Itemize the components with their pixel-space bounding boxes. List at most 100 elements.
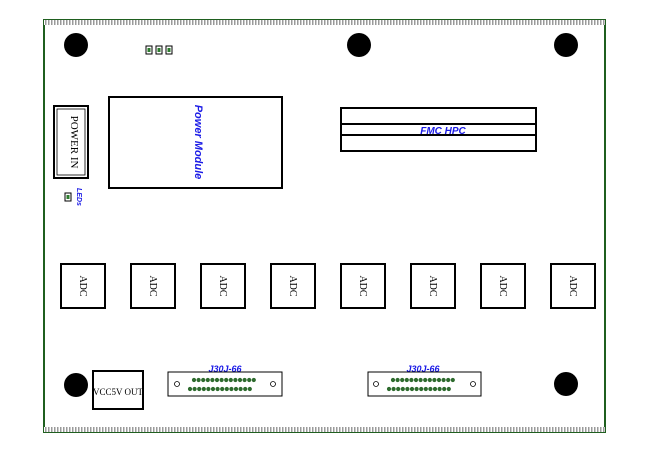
connector-pin (201, 386, 206, 392)
connector-pin (238, 386, 243, 392)
mounting-hole (554, 33, 578, 57)
connector-pin (400, 386, 405, 392)
connector-pin (413, 377, 419, 383)
connector-pin (251, 377, 256, 383)
adc-label: ADC (357, 275, 368, 296)
connector-pin (390, 377, 396, 383)
connector-pin (233, 377, 238, 383)
board-top-edge (44, 20, 605, 25)
connector-label: J30J-66 (406, 364, 440, 374)
connector-pin (201, 377, 206, 383)
adc-block: ADC (270, 263, 316, 309)
board-outline (43, 19, 606, 433)
connector-pin (197, 386, 202, 392)
leds-label: LEDs (75, 188, 82, 206)
adc-label: ADC (497, 275, 508, 296)
j30j-connector-right: J30J-66 (367, 364, 482, 397)
connector-pin (409, 377, 414, 383)
connector-pin (404, 377, 409, 383)
connector-pin (206, 386, 211, 392)
connector-pin (395, 377, 400, 383)
connector-pin (243, 386, 248, 392)
connector-pin (450, 377, 455, 383)
mounting-holes (64, 33, 578, 397)
adc-block: ADC (340, 263, 386, 309)
connector-pin (233, 386, 239, 392)
adc-block: ADC (550, 263, 596, 309)
connector-pin (441, 377, 446, 383)
vcc-out-label: VCC5V OUT (93, 387, 144, 397)
connector-pin (228, 377, 233, 383)
adc-label: ADC (567, 275, 578, 296)
power-in-label: POWER IN (68, 116, 80, 169)
adc-label: ADC (77, 275, 88, 296)
connector-pin (432, 386, 438, 392)
connector-pin (386, 386, 392, 392)
adc-block: ADC (480, 263, 526, 309)
fmc-hpc-label: FMC HPC (420, 126, 466, 137)
connector-pin (400, 377, 405, 383)
connector-pin (405, 386, 410, 392)
connector-pin (242, 377, 247, 383)
connector-pin (219, 377, 224, 383)
fmc-hpc-connector: FMC HPC (340, 107, 537, 152)
adc-label: ADC (217, 275, 228, 296)
connector-pin (196, 377, 201, 383)
top-leds (145, 45, 173, 55)
connector-pin (423, 377, 428, 383)
board-bottom-edge (44, 427, 605, 432)
connector-pin (391, 386, 396, 392)
connector-pin (414, 386, 419, 392)
connector-pin (437, 386, 442, 392)
power-module-label: Power Module (192, 105, 204, 180)
mounting-hole (64, 373, 88, 397)
connector-pin (446, 377, 451, 383)
connector-pin (210, 377, 215, 383)
j30j-connector-left: J30J-66 (167, 364, 283, 397)
connector-pin (423, 386, 428, 392)
adc-label: ADC (147, 275, 158, 296)
adc-label: ADC (427, 275, 438, 296)
adc-block: ADC (130, 263, 176, 309)
mounting-hole (347, 33, 371, 57)
connector-pin (224, 386, 229, 392)
adc-block: ADC (60, 263, 106, 309)
side-led: LEDs (64, 188, 82, 206)
connector-pin (224, 377, 229, 383)
connector-pin (427, 377, 432, 383)
power-in-connector: POWER IN (53, 105, 89, 179)
connector-pins (386, 377, 455, 392)
connector-label: J30J-66 (208, 364, 242, 374)
adc-row: ADC ADC ADC ADC ADC ADC ADC ADC (60, 263, 596, 309)
connector-pin (446, 386, 451, 392)
connector-pin (396, 386, 401, 392)
connector-pin (432, 377, 437, 383)
vcc-out-connector: VCC5V OUT (92, 370, 144, 410)
adc-block: ADC (200, 263, 246, 309)
power-module: Power Module (108, 96, 283, 189)
connector-pin (442, 386, 447, 392)
connector-pin (210, 386, 216, 392)
pcb-board (43, 19, 606, 433)
connector-pin (220, 386, 225, 392)
connector-pin (215, 386, 220, 392)
connector-pin (247, 386, 252, 392)
mounting-hole (554, 372, 578, 396)
connector-pin (419, 386, 424, 392)
connector-pins (187, 377, 256, 392)
mounting-hole (64, 33, 88, 57)
connector-pin (428, 386, 433, 392)
connector-pin (418, 377, 423, 383)
connector-pin (237, 377, 243, 383)
connector-pin (436, 377, 442, 383)
connector-pin (192, 386, 197, 392)
adc-label: ADC (287, 275, 298, 296)
connector-pin (229, 386, 234, 392)
connector-pin (191, 377, 197, 383)
connector-pin (214, 377, 220, 383)
connector-pin (247, 377, 252, 383)
connector-pin (205, 377, 210, 383)
adc-block: ADC (410, 263, 456, 309)
connector-pin (409, 386, 415, 392)
